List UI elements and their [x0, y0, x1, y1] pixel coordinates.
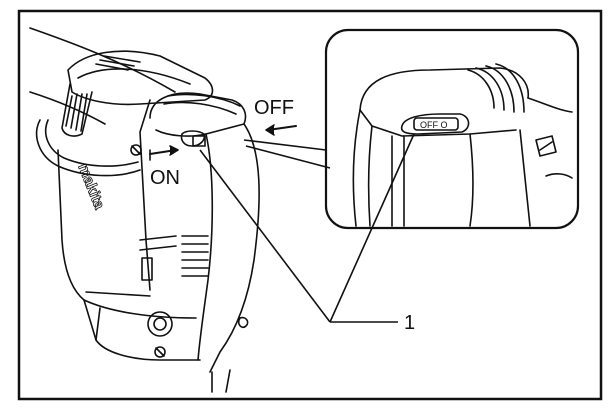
on-label: ON [150, 167, 180, 189]
tool-illustration [29, 27, 297, 393]
brand-logo: makita [74, 161, 108, 212]
switch-lever-text: OFF O [420, 120, 448, 130]
figure-frame [17, 9, 603, 401]
callout-number: 1 [404, 312, 415, 334]
callout-leader-lines [199, 133, 415, 323]
off-label: OFF [254, 97, 294, 119]
inset-zoom-panel: OFF O [243, 28, 580, 230]
